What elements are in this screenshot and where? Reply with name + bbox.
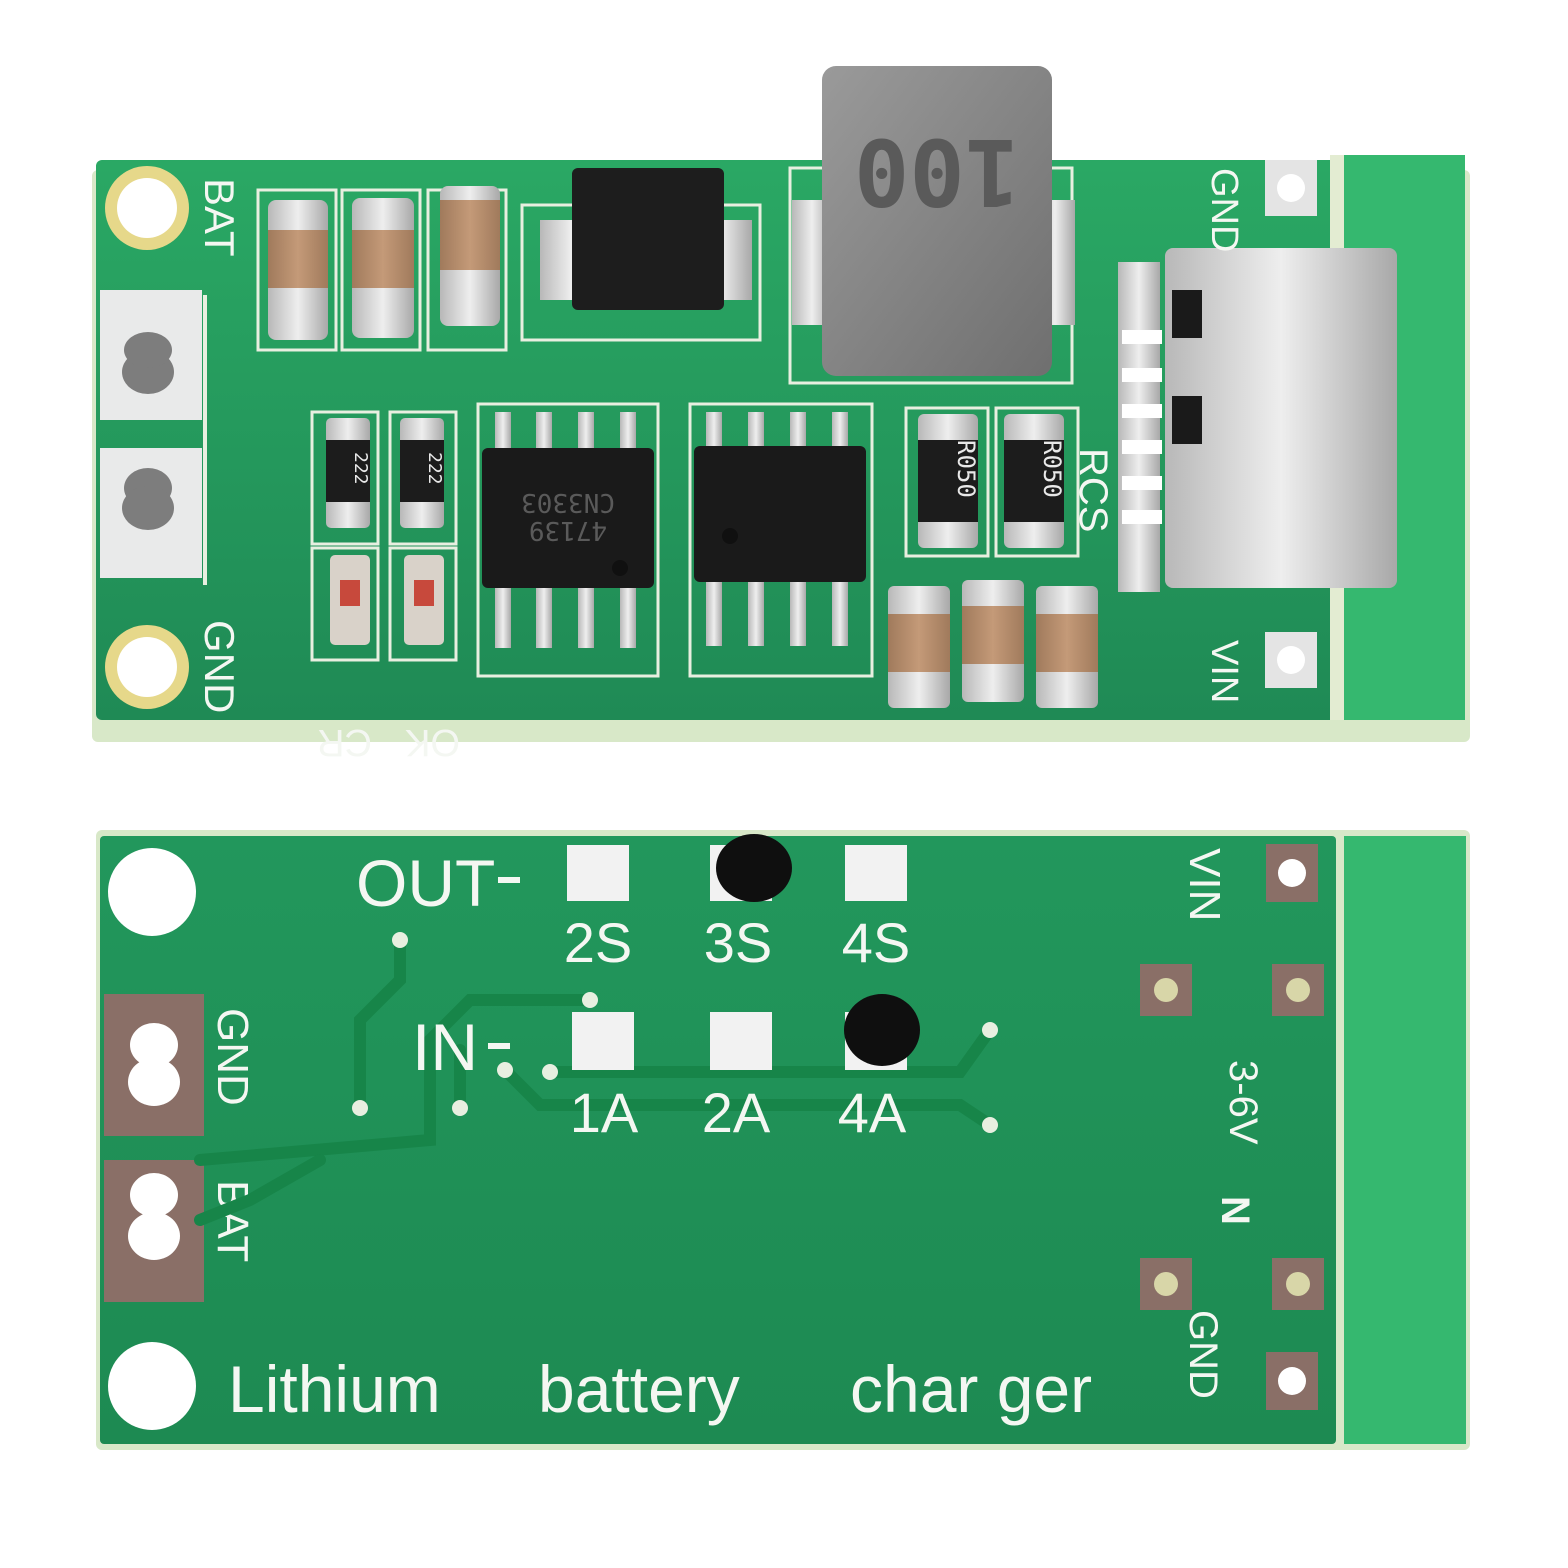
usb-c-connector	[1118, 248, 1397, 592]
top-label-rcs: RCS	[1071, 448, 1115, 532]
top-label-vin: VIN	[1203, 640, 1245, 703]
series-option-0: 2S	[564, 911, 633, 974]
top-label-gnd: GND	[196, 620, 243, 713]
ic1-marking-line2: 47139	[529, 515, 607, 545]
sense-resistor-b	[1004, 440, 1064, 522]
bottom-label-bat: BAT	[208, 1180, 257, 1262]
jumper-in-1a	[572, 1012, 634, 1070]
bottom-board-finger-area	[1344, 836, 1466, 1444]
jumper-out-2s	[567, 845, 629, 901]
jumper-out-4s	[845, 845, 907, 901]
top-label-ok: OK	[405, 721, 460, 763]
top-label-cr: CR	[317, 721, 372, 763]
bottom-board-substrate	[100, 836, 1336, 1444]
current-option-1: 2A	[702, 1081, 771, 1144]
current-option-0: 1A	[570, 1081, 639, 1144]
bottom-mounting-hole-tl	[108, 848, 196, 936]
bottom-label-n: N	[1213, 1196, 1257, 1225]
bottom-label-vin: VIN	[1180, 848, 1229, 921]
top-label-bat: BAT	[196, 178, 243, 257]
resistor-222-a	[326, 440, 370, 502]
bottom-mounting-hole-bl	[108, 1342, 196, 1430]
title-word-2: char ger	[850, 1352, 1092, 1426]
bottom-label-in: IN	[412, 1010, 478, 1084]
solder-blob-4a	[844, 994, 920, 1066]
sense-resistor-b-marking: R050	[1038, 440, 1066, 498]
bottom-traces	[194, 934, 996, 1226]
sense-resistor-a-marking: R050	[952, 440, 980, 498]
resistor-222-a-marking: 222	[350, 452, 371, 485]
resistor-222-b	[400, 440, 444, 502]
jumper-in-2a	[710, 1012, 772, 1070]
top-board: BAT GND 100 222 2	[92, 66, 1470, 763]
bottom-board: GND BAT OUT 2S 3S 4S IN	[96, 830, 1470, 1450]
top-label-gnd-right: GND	[1203, 168, 1245, 252]
ic-secondary	[694, 412, 866, 646]
bottom-label-gnd-right: GND	[1181, 1310, 1225, 1399]
series-option-2: 4S	[842, 911, 911, 974]
inductor-marking: 100	[854, 118, 1020, 225]
schottky-diode	[572, 168, 724, 310]
top-capacitor-group	[256, 186, 508, 352]
ic1-marking-line1: CN3303	[521, 487, 615, 517]
current-option-2: 4A	[838, 1081, 907, 1144]
sense-resistor-a	[918, 440, 978, 522]
inductor	[822, 66, 1052, 376]
title-word-1: battery	[538, 1352, 740, 1426]
ic-cn3303	[482, 412, 654, 648]
bottom-label-out: OUT	[356, 846, 495, 920]
bottom-label-voltage: 3-6V	[1221, 1060, 1265, 1145]
series-option-1: 3S	[704, 911, 773, 974]
bottom-label-gnd: GND	[208, 1008, 257, 1106]
resistor-222-b-marking: 222	[424, 452, 445, 485]
title-word-0: Lithium	[228, 1352, 441, 1426]
solder-blob-3s	[716, 834, 792, 902]
